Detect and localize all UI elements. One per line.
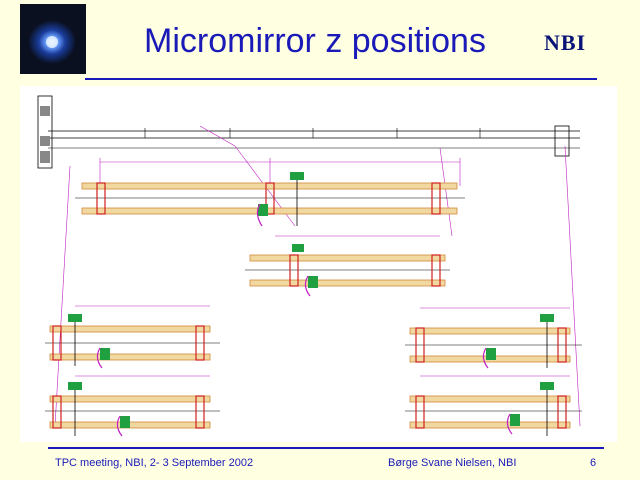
rod-assembly-6 (405, 382, 582, 436)
rod-assembly-1 (75, 172, 465, 227)
engineering-drawing (20, 86, 617, 442)
footer-meeting: TPC meeting, NBI, 2- 3 September 2002 (55, 457, 254, 469)
page-number: 6 (590, 457, 597, 469)
nbi-logo: NBI (544, 30, 587, 55)
micromirror-drawing-svg (20, 86, 617, 442)
rod-assembly-2 (245, 244, 450, 297)
rod-assembly-3 (45, 314, 220, 369)
title-underline (85, 78, 597, 80)
galaxy-logo-icon (20, 4, 86, 74)
footer-rule (48, 447, 604, 449)
rod-assembly-5 (45, 382, 220, 437)
dimension-lines (54, 125, 581, 427)
slide-title: Micromirror z positions (144, 22, 486, 60)
top-beam (37, 95, 580, 169)
rod-assembly-4 (405, 314, 582, 369)
footer-author: Børge Svane Nielsen, NBI (388, 457, 517, 469)
